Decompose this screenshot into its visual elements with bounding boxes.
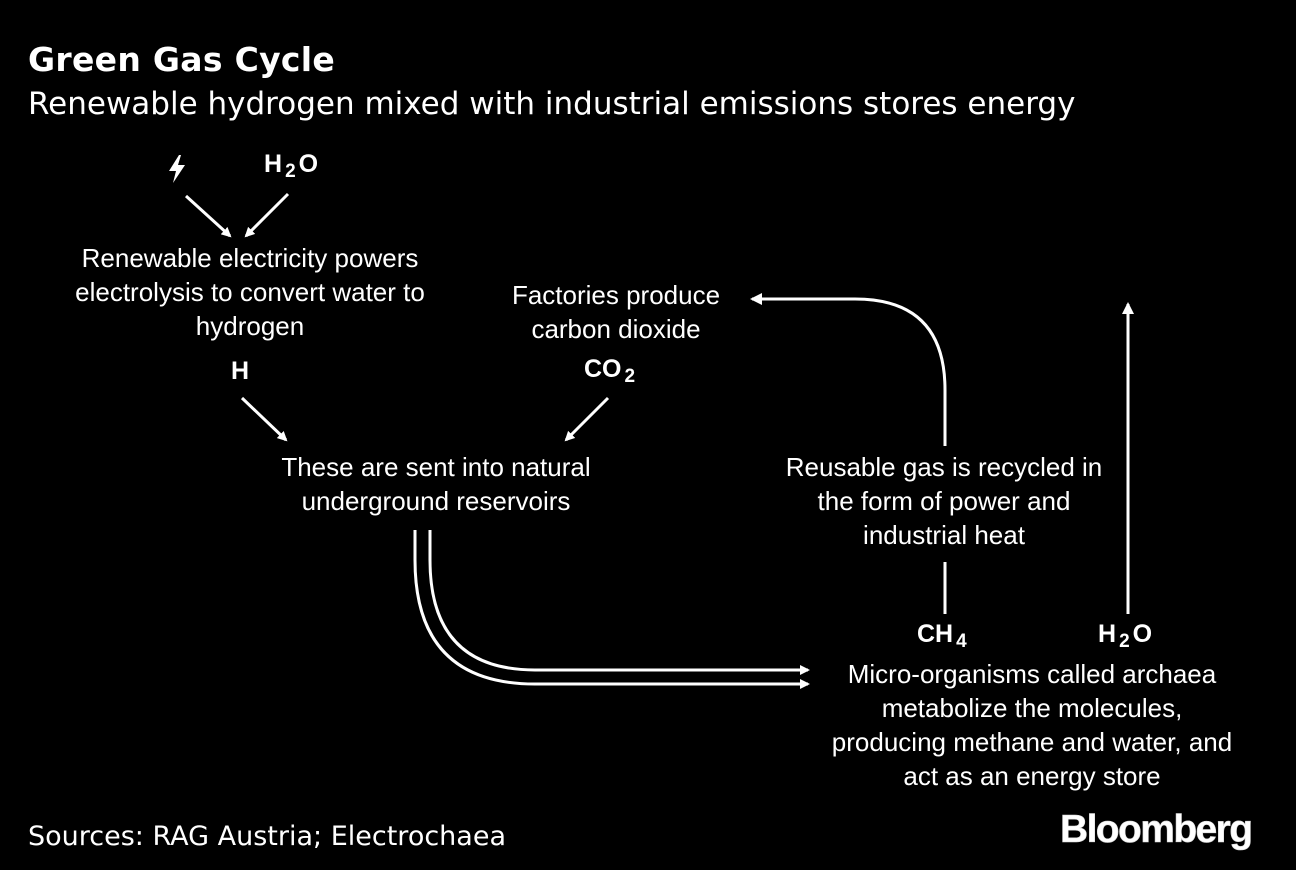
step-reservoirs: These are sent into natural underground … xyxy=(281,452,591,516)
bloomberg-logo: Bloomberg xyxy=(1060,808,1254,852)
step-electrolysis: Renewable electricity powers electrolysi… xyxy=(75,243,425,341)
hydrogen-label: H xyxy=(231,357,250,385)
chart-subtitle: Renewable hydrogen mixed with industrial… xyxy=(28,86,1076,122)
arrow-reservoirs-to-archaea-inner xyxy=(428,530,810,675)
step-factories: Factories produce carbon dioxide xyxy=(511,280,721,344)
step-recycled: Reusable gas is recycled in the form of … xyxy=(785,452,1103,550)
arrow-hydrogen-to-reservoirs xyxy=(240,396,288,442)
arrow-recycled-to-factories xyxy=(750,293,947,446)
chart-title: Green Gas Cycle xyxy=(28,40,336,79)
arrow-bolt-to-electrolysis xyxy=(184,194,232,238)
lightning-bolt-icon xyxy=(166,154,188,189)
step-archaea: Micro-organisms called archaea metaboliz… xyxy=(831,659,1233,791)
arrow-water-to-electrolysis xyxy=(244,192,290,238)
arrow-co2-to-reservoirs xyxy=(564,396,610,442)
arrow-reservoirs-to-archaea-outer xyxy=(413,530,810,689)
source-note: Sources: RAG Austria; Electrochaea xyxy=(28,821,506,852)
